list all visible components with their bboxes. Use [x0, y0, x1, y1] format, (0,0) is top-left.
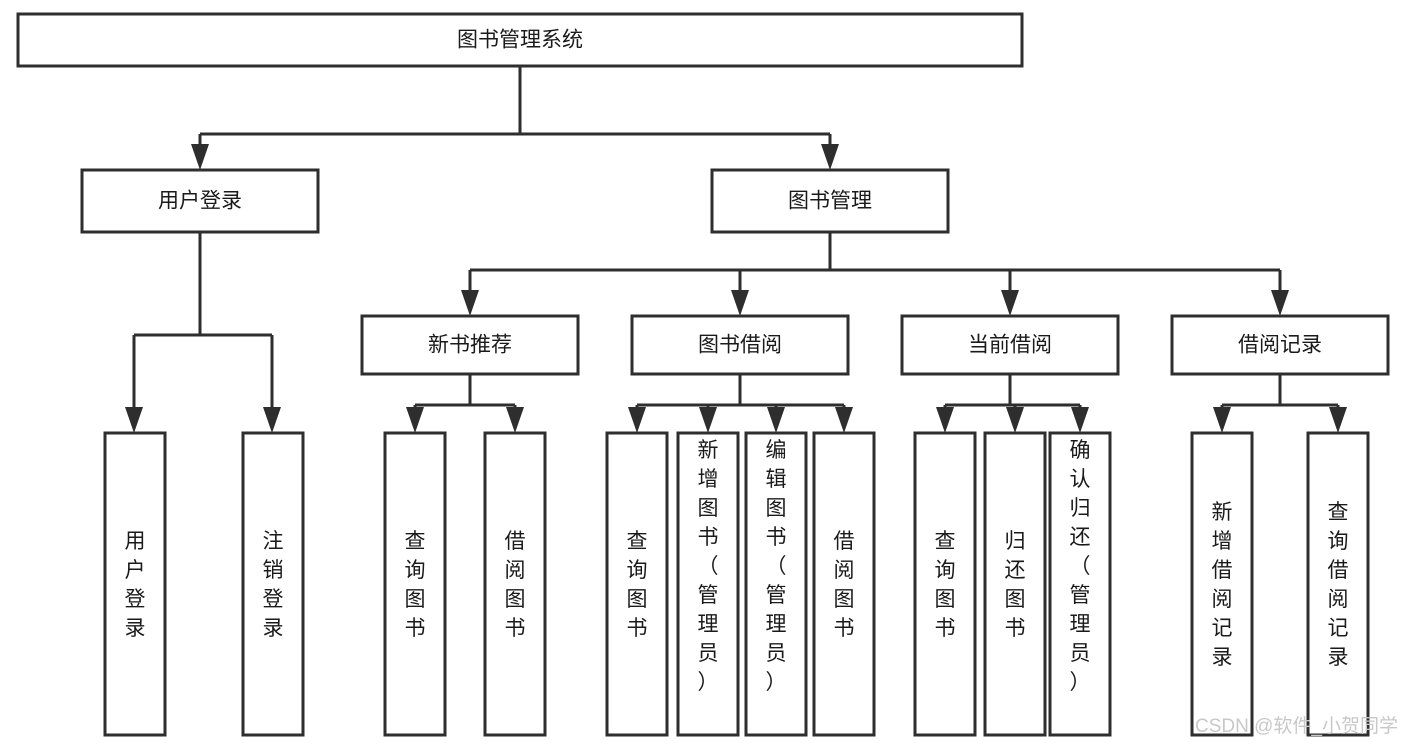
root-node-图书管理系统-label: 图书管理系统	[457, 29, 583, 52]
leaf-node-11-box[interactable]	[1190, 431, 1254, 737]
arrow-head-icon	[936, 407, 954, 433]
leaf-node-7-box[interactable]	[812, 431, 876, 737]
leaf-node-8-box[interactable]	[913, 431, 977, 737]
level1-node-0[interactable]: 用户登录	[80, 168, 320, 234]
arrow-head-icon	[1006, 407, 1024, 433]
arrow-head-icon	[628, 407, 646, 433]
arrow-head-icon	[1071, 407, 1089, 433]
arrow-head-icon	[1271, 290, 1289, 316]
level2-node-2-label: 当前借阅	[968, 334, 1052, 357]
leaf-node-5[interactable]: 新增图书（管理员）	[676, 431, 740, 737]
arrow-head-icon	[506, 407, 524, 433]
leaf-node-1[interactable]: 注销登录	[241, 431, 305, 737]
leaf-node-8-label: 查询图书	[935, 530, 956, 640]
level1-node-1-box[interactable]	[710, 168, 950, 234]
level2-node-2[interactable]: 当前借阅	[900, 314, 1120, 376]
leaf-node-0[interactable]: 用户登录	[103, 431, 167, 737]
leaf-node-6-label: 编辑图书（管理员）	[766, 439, 787, 694]
leaf-node-2-box[interactable]	[383, 431, 447, 737]
level2-node-1[interactable]: 图书借阅	[630, 314, 850, 376]
leaf-node-1-label: 注销登录	[263, 530, 284, 640]
leaf-node-2-label: 查询图书	[405, 530, 426, 640]
arrow-head-icon	[1329, 407, 1347, 433]
arrow-head-icon	[1213, 407, 1231, 433]
level2-node-1-label: 图书借阅	[698, 334, 782, 357]
leaf-node-4-label: 查询图书	[627, 530, 648, 640]
leaf-node-5-box[interactable]	[676, 431, 740, 737]
leaf-node-10-label: 确认归还（管理员）	[1070, 439, 1091, 694]
level2-node-1-box[interactable]	[630, 314, 850, 376]
leaf-node-6-box[interactable]	[744, 431, 808, 737]
leaf-node-8[interactable]: 查询图书	[913, 431, 977, 737]
leaf-node-4-box[interactable]	[605, 431, 669, 737]
level1-node-1[interactable]: 图书管理	[710, 168, 950, 234]
leaf-node-9-label: 归还图书	[1005, 530, 1026, 640]
level2-node-3-box[interactable]	[1170, 314, 1390, 376]
arrow-head-icon	[406, 407, 424, 433]
level2-node-0-label: 新书推荐	[428, 334, 512, 357]
leaf-node-7-label: 借阅图书	[834, 530, 855, 640]
leaf-node-11[interactable]: 新增借阅记录	[1190, 431, 1254, 737]
arrow-head-icon	[125, 407, 143, 433]
leaf-node-12-label: 查询借阅记录	[1328, 501, 1349, 669]
leaf-node-3[interactable]: 借阅图书	[483, 431, 547, 737]
root-node-图书管理系统-box[interactable]	[16, 12, 1024, 68]
leaf-node-3-box[interactable]	[483, 431, 547, 737]
leaf-node-9-box[interactable]	[983, 431, 1047, 737]
leaf-node-9[interactable]: 归还图书	[983, 431, 1047, 737]
level2-node-0-box[interactable]	[360, 314, 580, 376]
leaf-node-0-box[interactable]	[103, 431, 167, 737]
leaf-node-2[interactable]: 查询图书	[383, 431, 447, 737]
arrow-head-icon	[821, 144, 839, 170]
level1-node-0-label: 用户登录	[158, 190, 242, 213]
arrow-head-icon	[835, 407, 853, 433]
leaf-node-11-label: 新增借阅记录	[1212, 501, 1233, 669]
arrow-head-icon	[699, 407, 717, 433]
leaf-node-12[interactable]: 查询借阅记录	[1306, 431, 1370, 737]
level2-node-3[interactable]: 借阅记录	[1170, 314, 1390, 376]
leaf-node-4[interactable]: 查询图书	[605, 431, 669, 737]
leaf-node-10-box[interactable]	[1048, 431, 1112, 737]
csdn-watermark: CSDN @软件_小贺同学	[1195, 715, 1398, 737]
arrow-head-icon	[767, 407, 785, 433]
level2-node-3-label: 借阅记录	[1238, 334, 1322, 357]
arrow-head-icon	[191, 144, 209, 170]
level1-node-0-box[interactable]	[80, 168, 320, 234]
node-layer: 图书管理系统用户登录图书管理新书推荐图书借阅当前借阅借阅记录用户登录注销登录查询…	[16, 12, 1390, 737]
level2-node-2-box[interactable]	[900, 314, 1120, 376]
arrow-head-icon	[263, 407, 281, 433]
leaf-node-0-label: 用户登录	[125, 530, 146, 640]
arrow-head-icon	[461, 290, 479, 316]
arrow-head-icon	[1001, 290, 1019, 316]
leaf-node-5-label: 新增图书（管理员）	[698, 439, 719, 694]
leaf-node-3-label: 借阅图书	[505, 530, 526, 640]
leaf-node-7[interactable]: 借阅图书	[812, 431, 876, 737]
root-node-图书管理系统[interactable]: 图书管理系统	[16, 12, 1024, 68]
connector-layer	[125, 66, 1347, 433]
level2-node-0[interactable]: 新书推荐	[360, 314, 580, 376]
leaf-node-6[interactable]: 编辑图书（管理员）	[744, 431, 808, 737]
leaf-node-12-box[interactable]	[1306, 431, 1370, 737]
arrow-head-icon	[731, 290, 749, 316]
leaf-node-10[interactable]: 确认归还（管理员）	[1048, 431, 1112, 737]
leaf-node-1-box[interactable]	[241, 431, 305, 737]
level1-node-1-label: 图书管理	[788, 190, 872, 213]
